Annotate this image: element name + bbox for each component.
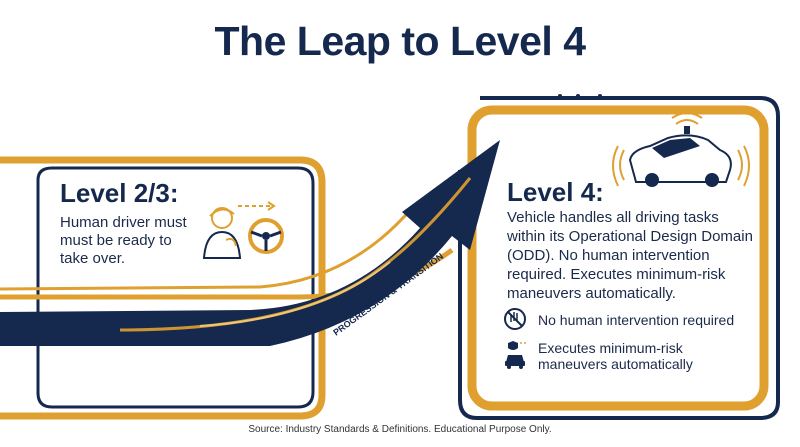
- arrow-light-highlight: [199, 261, 391, 327]
- human-driver-icon: [202, 207, 242, 259]
- steering-wheel-icon: [248, 218, 284, 254]
- left-card-gold-frame: [0, 156, 326, 420]
- source-note: Source: Industry Standards & Definitions…: [248, 424, 552, 435]
- no-hand-icon: [504, 308, 526, 330]
- gold-streak-upper: [0, 207, 414, 291]
- progress-arrow-shaft: [0, 140, 500, 346]
- right-card-description: Vehicle handles all driving tasks within…: [507, 209, 753, 302]
- car-shield-icon: [505, 341, 528, 369]
- right-card-navy-frame: [458, 96, 780, 420]
- page-title: The Leap to Level 4: [214, 18, 587, 64]
- decor-dots: [558, 94, 602, 98]
- feature-minimum-risk: Executes minimum-risk maneuvers automati…: [538, 340, 693, 372]
- right-card-gold-frame: [467, 105, 769, 411]
- left-card-title: Level 2/3:: [60, 178, 179, 208]
- dashed-arrow-icon: [238, 201, 276, 211]
- autonomous-car-icon: [612, 112, 750, 187]
- left-card-description: Human driver must must be ready to take …: [60, 214, 187, 267]
- right-card-title: Level 4:: [507, 177, 604, 207]
- feature-no-intervention: No human intervention required: [538, 312, 735, 328]
